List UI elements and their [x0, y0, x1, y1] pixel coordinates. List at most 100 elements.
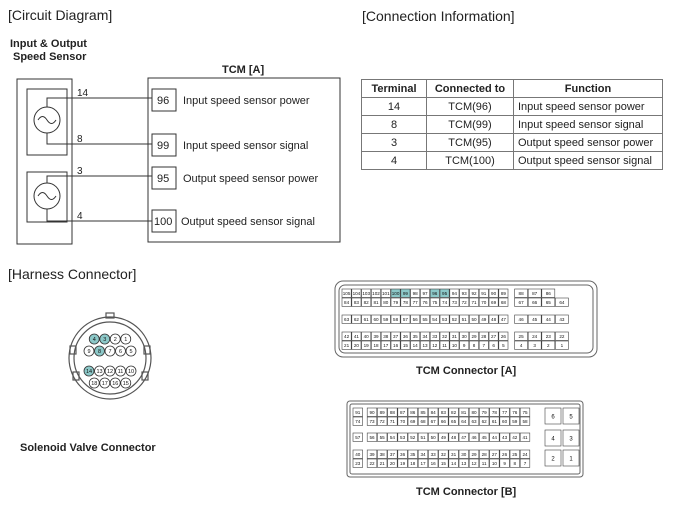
tcm-a-pin-label: 105: [343, 291, 351, 296]
tcm-a-pin: [469, 331, 479, 341]
tcm-b-pin-label: 84: [431, 410, 437, 415]
tcm-b-pin-label: 10: [492, 461, 498, 466]
tcm-b-pin-label: 52: [410, 435, 416, 440]
tcm-a-pin: [380, 314, 391, 324]
tcm-a-pin-label: 53: [442, 317, 448, 322]
tcm-b-pin-label: 30: [461, 452, 467, 457]
tcm-a-pin: [371, 331, 381, 341]
tcm-a-pin-label: 29: [471, 334, 477, 339]
tcm-b-pin: [397, 407, 408, 417]
tcm-b-pin-label: 54: [390, 435, 396, 440]
tcm-b-pin: [366, 407, 378, 417]
tcm-a-pin-label: 4: [520, 343, 523, 348]
tcm-b-pin: [377, 458, 388, 468]
tcm-b-pin-label: 87: [400, 410, 406, 415]
solenoid-pin-label: 1: [124, 337, 127, 343]
tcm-b-pin: [499, 407, 510, 417]
tcm-b-pin: [387, 416, 398, 426]
tcm-b-pin: [509, 458, 520, 468]
tcm-b-pin: [489, 407, 500, 417]
tcm-b-pin-label: 12: [471, 461, 477, 466]
tcm-b-pin: [489, 416, 500, 426]
tcm-b-side-pin: [562, 449, 580, 467]
tcm-b-pin-label: 37: [390, 452, 396, 457]
tcm-a-pin: [449, 340, 460, 350]
tcm-b-side-pin-label: 4: [551, 437, 555, 443]
tcm-b-pin-label: 14: [451, 461, 457, 466]
tcm-b-pin-label: 55: [380, 435, 386, 440]
solenoid-pin-label: 14: [86, 369, 92, 375]
tcm-a-pin: [420, 314, 430, 324]
solenoid-pin-label: 4: [93, 337, 96, 343]
tcm-b-side-pin-label: 6: [551, 415, 555, 421]
tcm-a-pin-label: 91: [481, 291, 487, 296]
tcm-b-pin-label: 70: [400, 419, 406, 424]
tcm-a-pin-label: 40: [364, 334, 370, 339]
tcm-b-pin: [417, 458, 429, 468]
tcm-b-pin: [438, 407, 449, 417]
tcm-b-pin-label: 39: [369, 452, 375, 457]
solenoid-pin: [94, 345, 105, 357]
solenoid-pin-label: 17: [102, 381, 108, 387]
tcm-a-pin-label: 8: [473, 343, 476, 348]
tcm-b-pin: [428, 458, 439, 468]
tcm-a-pin-label: 58: [393, 317, 399, 322]
tcm-a-pin-label: 75: [432, 300, 438, 305]
tcm-a-pin-label: 78: [403, 300, 409, 305]
tcm-a-pin-label: 33: [432, 334, 438, 339]
tcm-b-pin-label: 83: [441, 410, 447, 415]
solenoid-pin-label: 13: [96, 369, 102, 375]
tcm-b-pin: [479, 407, 490, 417]
terminal-14: 14: [77, 88, 89, 99]
tcm-b-side-pin-label: 2: [551, 457, 555, 463]
cell: Input speed sensor power: [513, 97, 663, 116]
tcm-a-pin: [341, 340, 352, 350]
tcm-a-pin: [410, 297, 421, 307]
tcm-a-pin: [478, 297, 489, 307]
solenoid-pin-label: 3: [103, 337, 106, 343]
tcm-a-pin-label: 62: [354, 317, 360, 322]
tcm-a-pin: [498, 314, 509, 324]
tcm-b-pin-label: 59: [512, 419, 518, 424]
tcm-a-pin-label: 10: [452, 343, 458, 348]
tcm-a-pin: [351, 331, 362, 341]
tcm-b-side-pin: [544, 429, 562, 447]
tcm-a-pin-label: 48: [491, 317, 497, 322]
tcm-a-pin: [410, 314, 421, 324]
tcm-a-pin-label: 55: [422, 317, 428, 322]
tcm-b-pin: [519, 416, 531, 426]
tcm-b-side-pin: [562, 407, 580, 425]
tcm-b-pin: [468, 407, 480, 417]
tcm-a-pin: [410, 288, 421, 298]
tcm-a-pin-label: 49: [481, 317, 487, 322]
tcm-a-pin: [361, 331, 372, 341]
tcm-a-pin-label: 20: [354, 343, 360, 348]
solenoid-pin: [120, 377, 132, 389]
tcm-a-pin-label: 44: [546, 317, 552, 322]
tcm-a-pin: [429, 297, 440, 307]
tcm-b-pin-label: 49: [441, 435, 447, 440]
cell: TCM(95): [426, 133, 514, 152]
tcm-b-pin: [417, 416, 429, 426]
tcm-a-pin: [390, 314, 401, 324]
tcm-a-pin: [459, 314, 470, 324]
tcm-b-pin-label: 64: [461, 419, 467, 424]
tcm-b-pin: [352, 449, 363, 459]
tcm-a-pin-label: 101: [382, 291, 390, 296]
tcm-a-pin: [459, 288, 470, 298]
tcm-b-pin: [499, 432, 510, 442]
sensor-label-line2: Speed Sensor: [13, 51, 87, 63]
tcm-b-pin-label: 77: [502, 410, 508, 415]
solenoid-pin-label: 9: [87, 349, 90, 355]
tcm-b-pin-label: 66: [441, 419, 447, 424]
solenoid-pin-label: 6: [119, 349, 122, 355]
tcm-b-pin: [509, 449, 520, 459]
tcm-a-pin-label: 42: [344, 334, 350, 339]
tcm-b-pin-label: 46: [471, 435, 477, 440]
tcm-b-pin: [519, 407, 531, 417]
tcm-a-pin: [361, 297, 372, 307]
circuit-diagram-heading: [Circuit Diagram]: [8, 7, 113, 23]
tcm-a-pin-label: 66: [532, 300, 538, 305]
solenoid-label: Solenoid Valve Connector: [20, 442, 156, 454]
tcm-a-pin: [541, 314, 556, 324]
